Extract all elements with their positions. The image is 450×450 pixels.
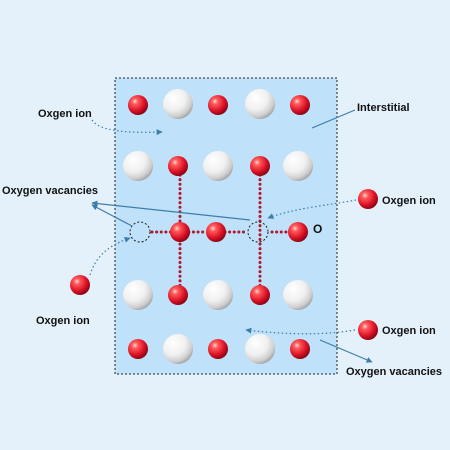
oxygen-ion	[290, 339, 310, 359]
arrow-vacancy-bottom	[319, 339, 373, 363]
oxygen-ion	[170, 222, 190, 242]
label-oxygen-ion-bottom-right: Oxgen ion	[382, 325, 436, 337]
oxygen-ion	[290, 95, 310, 115]
arrow-vacancy-left-2	[91, 204, 133, 227]
label-oxygen-vacancies-bottom: Oxygen vacancies	[346, 366, 443, 378]
oxygen-ion	[128, 95, 148, 115]
external-oxygen-ion-left	[70, 275, 90, 295]
arrow-bottom-left-ion	[89, 236, 131, 276]
oxygen-ion	[250, 285, 270, 305]
vacancy-icon	[247, 221, 269, 243]
label-oxygen-ion-top-left: Oxgen ion	[38, 108, 92, 120]
oxygen-ion	[208, 95, 228, 115]
cation	[283, 280, 313, 310]
oxygen-ion	[206, 222, 226, 242]
oxygen-ion	[208, 339, 228, 359]
arrow-vacancy-left	[91, 200, 251, 221]
arrow-interstitial	[311, 109, 356, 129]
oxygen-ion	[168, 285, 188, 305]
label-oxygen-ion-right: Oxgen ion	[382, 195, 436, 207]
cation	[245, 334, 275, 364]
oxygen-ion	[250, 156, 270, 176]
cation	[283, 151, 313, 181]
label-oxygen-vacancies-left: Oxygen vacancies	[2, 185, 99, 197]
external-oxygen-ion-right	[358, 189, 378, 209]
label-interstitial: Interstitial	[357, 102, 410, 114]
cation	[123, 280, 153, 310]
annotation-arrows	[89, 109, 373, 363]
oxygen-ion	[128, 339, 148, 359]
arrow-top-left-ion	[91, 119, 163, 136]
cation	[203, 280, 233, 310]
vacancy-icon	[129, 221, 151, 243]
oxygen-ion	[288, 222, 308, 242]
cation	[163, 89, 193, 119]
cation	[123, 151, 153, 181]
cation	[203, 151, 233, 181]
label-o-marker: O	[313, 222, 323, 236]
arrow-right-ion	[267, 199, 357, 219]
external-oxygen-ion-bottom-right	[358, 320, 378, 340]
oxygen-ion	[168, 156, 188, 176]
cation	[163, 334, 193, 364]
cation	[245, 89, 275, 119]
label-oxygen-ion-bottom-left: Oxgen ion	[36, 315, 90, 327]
